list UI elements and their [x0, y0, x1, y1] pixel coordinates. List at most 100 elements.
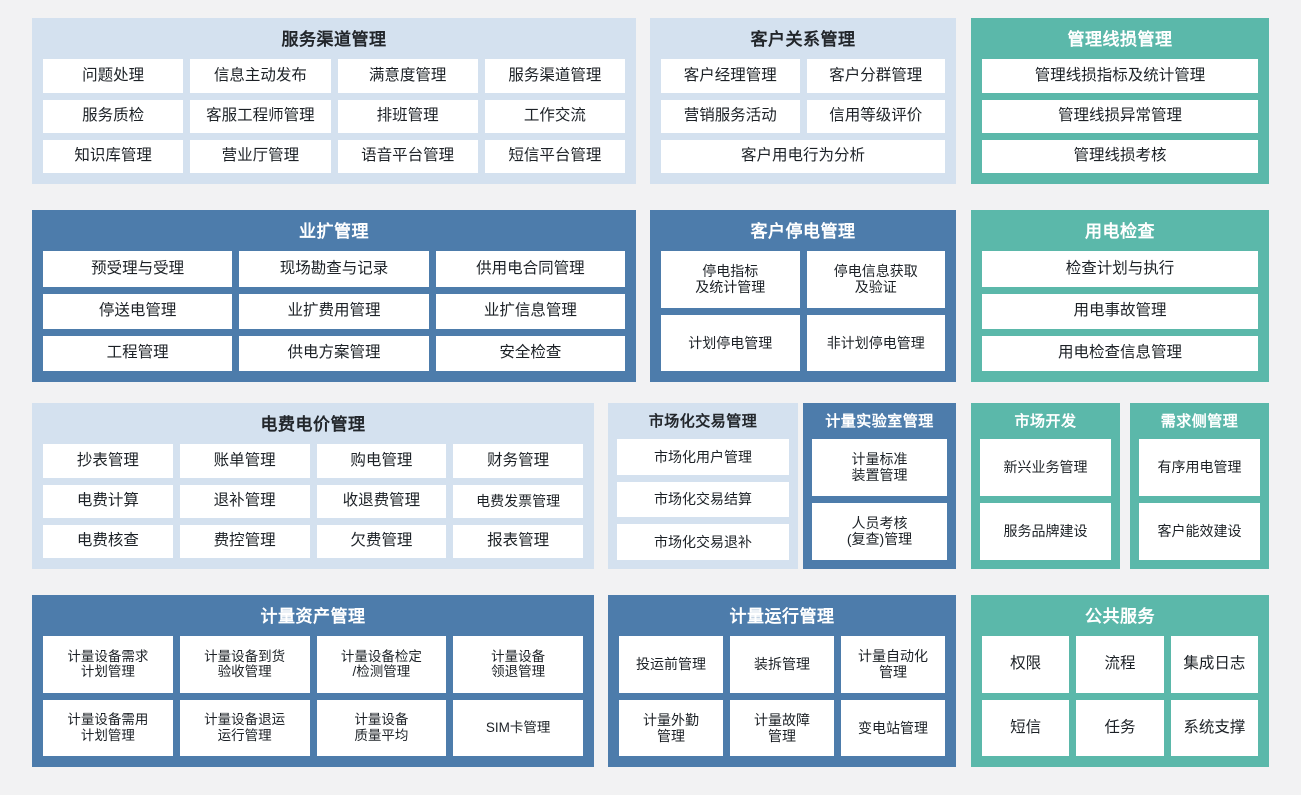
tile-item[interactable]: 计量设备 质量平均: [316, 699, 447, 756]
tile-item[interactable]: 语音平台管理: [337, 139, 478, 173]
tile-item[interactable]: 业扩信息管理: [435, 293, 625, 329]
tile-item[interactable]: 业扩费用管理: [239, 293, 429, 329]
tile-item[interactable]: 安全检查: [435, 335, 625, 371]
tile-item[interactable]: 非计划停电管理: [806, 314, 945, 371]
tile-item[interactable]: 市场化用户管理: [617, 438, 789, 475]
tile-item[interactable]: 市场化交易结算: [617, 481, 789, 518]
tile-item[interactable]: 营业厅管理: [190, 139, 331, 173]
tile-item[interactable]: 集成日志: [1170, 636, 1258, 693]
tile-item[interactable]: 计量故障 管理: [730, 699, 834, 756]
tile-item[interactable]: 变电站管理: [841, 699, 945, 756]
tile-item[interactable]: 计量设备退运 运行管理: [179, 699, 310, 756]
tile-item[interactable]: 计量标准 装置管理: [812, 438, 947, 496]
tile-item[interactable]: 收退费管理: [316, 484, 447, 518]
tile-item[interactable]: 计量设备到货 验收管理: [179, 636, 310, 693]
tile-item[interactable]: 信息主动发布: [190, 59, 331, 93]
tile-item[interactable]: 信用等级评价: [806, 99, 945, 133]
tile-item[interactable]: 电费计算: [43, 484, 173, 518]
tile-item[interactable]: 现场勘查与记录: [239, 251, 429, 287]
tile-item[interactable]: 新兴业务管理: [980, 438, 1111, 496]
tile-item[interactable]: 排班管理: [337, 99, 478, 133]
tile-item[interactable]: 计量自动化 管理: [841, 636, 945, 693]
tile-item[interactable]: 停电指标 及统计管理: [661, 251, 800, 308]
tile-item[interactable]: 有序用电管理: [1139, 438, 1260, 496]
panel-metering-lab: 计量实验室管理 计量标准 装置管理 人员考核 (复查)管理: [803, 403, 956, 569]
tile-item[interactable]: 服务品牌建设: [980, 502, 1111, 560]
tile-item[interactable]: 账单管理: [179, 444, 310, 478]
tile-grid-outage: 停电指标 及统计管理 停电信息获取 及验证 计划停电管理 非计划停电管理: [661, 251, 945, 371]
tile-grid-metering-operation: 投运前管理 装拆管理 计量自动化 管理 计量外勤 管理 计量故障 管理 变电站管…: [619, 636, 945, 756]
tile-item[interactable]: 知识库管理: [43, 139, 184, 173]
tile-item[interactable]: 流程: [1076, 636, 1164, 693]
tile-item[interactable]: 问题处理: [43, 59, 184, 93]
tile-grid-customer-relation: 客户经理管理 客户分群管理 营销服务活动 信用等级评价 客户用电行为分析: [661, 59, 945, 173]
tile-item[interactable]: 计量设备需求 计划管理: [43, 636, 173, 693]
tile-item[interactable]: 工程管理: [43, 335, 233, 371]
tile-item[interactable]: 任务: [1076, 699, 1164, 756]
panel-title-market-trade: 市场化交易管理: [648, 413, 758, 430]
panel-title-metering-asset: 计量资产管理: [260, 607, 366, 626]
tile-item[interactable]: 市场化交易退补: [617, 524, 789, 560]
panel-market-development: 市场开发 新兴业务管理 服务品牌建设: [971, 403, 1120, 569]
tile-item[interactable]: 客服工程师管理: [190, 99, 331, 133]
tile-item[interactable]: 管理线损考核: [982, 139, 1258, 173]
tile-item[interactable]: 工作交流: [484, 99, 625, 133]
tile-item[interactable]: 服务渠道管理: [484, 59, 625, 93]
tile-grid-power-inspection: 检查计划与执行 用电事故管理 用电检查信息管理: [982, 251, 1258, 371]
tile-grid-line-loss: 管理线损指标及统计管理 管理线损异常管理 管理线损考核: [982, 59, 1258, 173]
tile-item[interactable]: 短信: [982, 699, 1070, 756]
tile-item[interactable]: 费控管理: [179, 524, 310, 558]
tile-item[interactable]: 计量设备需用 计划管理: [43, 699, 173, 756]
tile-item-wide[interactable]: 客户用电行为分析: [661, 139, 945, 173]
tile-item[interactable]: 检查计划与执行: [982, 251, 1258, 287]
tile-item[interactable]: 购电管理: [316, 444, 447, 478]
tile-item[interactable]: 预受理与受理: [43, 251, 233, 287]
tile-item[interactable]: 管理线损指标及统计管理: [982, 59, 1258, 93]
tile-item[interactable]: 权限: [982, 636, 1070, 693]
tile-item[interactable]: 短信平台管理: [484, 139, 625, 173]
tile-item[interactable]: 计量设备检定 /检测管理: [316, 636, 447, 693]
tile-item[interactable]: 计量外勤 管理: [619, 699, 723, 756]
panel-title-metering-lab: 计量实验室管理: [825, 413, 934, 430]
panel-service-channel: 服务渠道管理 问题处理 信息主动发布 满意度管理 服务渠道管理 服务质检 客服工…: [32, 18, 636, 184]
tile-grid-expansion: 预受理与受理 现场勘查与记录 供用电合同管理 停送电管理 业扩费用管理 业扩信息…: [43, 251, 625, 371]
tile-item[interactable]: 停送电管理: [43, 293, 233, 329]
tile-item[interactable]: 报表管理: [453, 524, 583, 558]
tile-item[interactable]: 计划停电管理: [661, 314, 800, 371]
panel-title-metering-operation: 计量运行管理: [729, 607, 835, 626]
panel-title-expansion: 业扩管理: [299, 222, 369, 241]
tile-item[interactable]: 客户经理管理: [661, 59, 800, 93]
tile-item[interactable]: 人员考核 (复查)管理: [812, 502, 947, 560]
tile-item[interactable]: 电费核查: [43, 524, 173, 558]
tile-item[interactable]: 用电事故管理: [982, 293, 1258, 329]
tile-item[interactable]: 财务管理: [453, 444, 583, 478]
tile-item[interactable]: 满意度管理: [337, 59, 478, 93]
tile-item[interactable]: 抄表管理: [43, 444, 173, 478]
tile-item[interactable]: 退补管理: [179, 484, 310, 518]
tile-item[interactable]: 供用电合同管理: [435, 251, 625, 287]
panel-title-customer-relation: 客户关系管理: [750, 30, 856, 49]
tile-item[interactable]: 客户能效建设: [1139, 502, 1260, 560]
tile-item[interactable]: 计量设备 领退管理: [453, 636, 583, 693]
tile-item[interactable]: 投运前管理: [619, 636, 723, 693]
tile-item[interactable]: 客户分群管理: [806, 59, 945, 93]
tile-item[interactable]: 欠费管理: [316, 524, 447, 558]
panel-demand-side: 需求侧管理 有序用电管理 客户能效建设: [1130, 403, 1269, 569]
tile-item[interactable]: 电费发票管理: [453, 484, 583, 518]
panel-title-tariff: 电费电价管理: [260, 415, 366, 434]
tile-item[interactable]: 用电检查信息管理: [982, 335, 1258, 371]
tile-item[interactable]: 停电信息获取 及验证: [806, 251, 945, 308]
tile-item[interactable]: 系统支撑: [1170, 699, 1258, 756]
tile-item[interactable]: 服务质检: [43, 99, 184, 133]
tile-item[interactable]: 管理线损异常管理: [982, 99, 1258, 133]
tile-item[interactable]: SIM卡管理: [453, 699, 583, 756]
tile-item[interactable]: 供电方案管理: [239, 335, 429, 371]
panel-title-market-development: 市场开发: [1014, 413, 1077, 430]
tile-item[interactable]: 装拆管理: [730, 636, 834, 693]
tile-item[interactable]: 营销服务活动: [661, 99, 800, 133]
tile-grid-service-channel: 问题处理 信息主动发布 满意度管理 服务渠道管理 服务质检 客服工程师管理 排班…: [43, 59, 625, 173]
tile-grid-tariff: 抄表管理 账单管理 购电管理 财务管理 电费计算 退补管理 收退费管理 电费发票…: [43, 444, 583, 558]
panel-market-trade: 市场化交易管理 市场化用户管理 市场化交易结算 市场化交易退补: [608, 403, 798, 569]
tile-grid-metering-asset: 计量设备需求 计划管理 计量设备到货 验收管理 计量设备检定 /检测管理 计量设…: [43, 636, 583, 756]
